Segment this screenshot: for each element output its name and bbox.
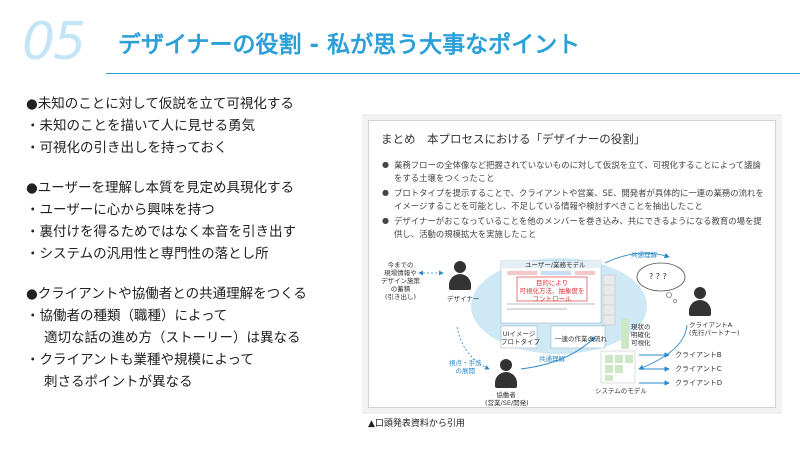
- goal-text: 目的により 可視化方法、抽象度を コントロール: [519, 279, 585, 303]
- viewpoint-label: 視点・手法 の展開: [449, 359, 482, 375]
- client-b-label: クライアントB: [675, 351, 722, 359]
- bullet-item-continuation: 刺さるポイントが異なる: [44, 374, 193, 390]
- arrow-designer-down: [456, 326, 490, 370]
- designer-label: デザイナー: [447, 295, 480, 303]
- bullet-item: ・システムの汎用性と専門性の落とし所: [26, 246, 269, 262]
- ui-image-card: [500, 325, 538, 349]
- bullet-heading: ●クライアントや協働者との共通理解をつくる: [26, 286, 307, 302]
- bullet-item: ・クライアントも業種や規模によって: [26, 352, 254, 368]
- bullet-item: ・可視化の引き出しを持っておく: [26, 140, 228, 156]
- server-stack: [602, 274, 616, 326]
- client-a-person-icon: [687, 287, 713, 317]
- client-c-label: クライアントC: [675, 365, 722, 373]
- panel-bullet: ●プロトタイプを提示することで、クライアントや営業、SE、開発者が具体的に一連の…: [382, 188, 764, 211]
- collaborator-label: 協働者 (営業/SE/開発): [485, 391, 529, 407]
- bullet-item: ・ユーザーに心から興味を持つ: [26, 202, 215, 218]
- designer-person-icon: [447, 261, 473, 291]
- panel-title: まとめ 本プロセスにおける「デザイナーの役割」: [381, 132, 646, 146]
- realize-bar: [621, 319, 629, 349]
- arrow-shared-top: [604, 252, 670, 264]
- designer-note: 今までの 現場情報や デザイン施策 の蓄積 (引き出し): [381, 261, 420, 301]
- flow-label: 一連の作業の流れ: [555, 335, 607, 343]
- bullet-item: ・裏付けを得るためではなく本音を引き出す: [26, 224, 296, 240]
- bullet-dot-icon: ●: [382, 160, 389, 169]
- title-rule: [106, 73, 800, 74]
- diagram-graphics: [418, 252, 688, 386]
- shared-understanding-bottom: 共通理解: [539, 355, 565, 363]
- flow-card: [550, 325, 606, 349]
- client-a-label: クライアントA (先行パートナー): [689, 321, 740, 337]
- collaborator-person-icon: [493, 359, 519, 389]
- panel-bullets: ●業務フローの全体像など把握されていないものに対して仮説を立て、可視化することに…: [381, 159, 766, 243]
- bullet-heading: ●未知のことに対して仮説を立て可視化する: [26, 96, 294, 112]
- bullet-list: ●未知のことに対して仮説を立て可視化する ・未知のことを描いて人に見せる勇気 ・…: [26, 93, 366, 411]
- summary-panel: まとめ 本プロセスにおける「デザイナーの役割」 ●業務フローの全体像など把握され…: [368, 120, 776, 408]
- bullet-group-1: ●未知のことに対して仮説を立て可視化する ・未知のことを描いて人に見せる勇気 ・…: [26, 93, 366, 159]
- bullet-item: ・未知のことを描いて人に見せる勇気: [26, 118, 256, 134]
- thought-bubble: [636, 262, 686, 292]
- bullet-heading: ●ユーザーを理解し本質を見定め具現化する: [26, 180, 295, 196]
- client-d-label: クライアントD: [675, 379, 723, 387]
- goal-box: [516, 276, 588, 302]
- bullet-group-2: ●ユーザーを理解し本質を見定め具現化する ・ユーザーに心から興味を持つ ・裏付け…: [26, 177, 366, 265]
- question-marks: ? ? ?: [649, 272, 667, 281]
- process-diagram: 今までの 現場情報や デザイン施策 の蓄積 (引き出し) デザイナー ユーザー/…: [369, 251, 777, 409]
- slide-title: デザイナーの役割 - 私が思う大事なポイント: [118, 32, 581, 58]
- panel-bullet: ●デザイナーがおこなっていることを他のメンバーを巻き込み、共にできるようになる教…: [382, 216, 762, 239]
- bullet-item: ・協働者の種類（職種）によって: [26, 308, 228, 324]
- slide-number: 05: [22, 12, 86, 72]
- bullet-item-continuation: 適切な話の進め方（ストーリー）は異なる: [44, 330, 301, 346]
- realize-label: 現状の 明確化 可視化: [631, 323, 651, 347]
- arrow-shared-bottom: [520, 336, 596, 370]
- shared-understanding-top: 共通理解: [631, 251, 657, 259]
- ui-image-label: UIイメージ プロトタイプ: [501, 330, 540, 346]
- user-model-label: ユーザー/業務モデル: [525, 261, 586, 269]
- figure-caption: ▲口頭発表資料から引用: [368, 419, 465, 429]
- system-model-label: システムのモデル: [595, 387, 647, 395]
- bullet-dot-icon: ●: [382, 216, 389, 225]
- bullet-dot-icon: ●: [382, 188, 389, 197]
- bullet-group-3: ●クライアントや協働者との共通理解をつくる ・協働者の種類（職種）によって 適切…: [26, 283, 366, 393]
- arrow-client-a-down: [638, 324, 688, 370]
- panel-bullet: ●業務フローの全体像など把握されていないものに対して仮説を立て、可視化することに…: [382, 160, 761, 183]
